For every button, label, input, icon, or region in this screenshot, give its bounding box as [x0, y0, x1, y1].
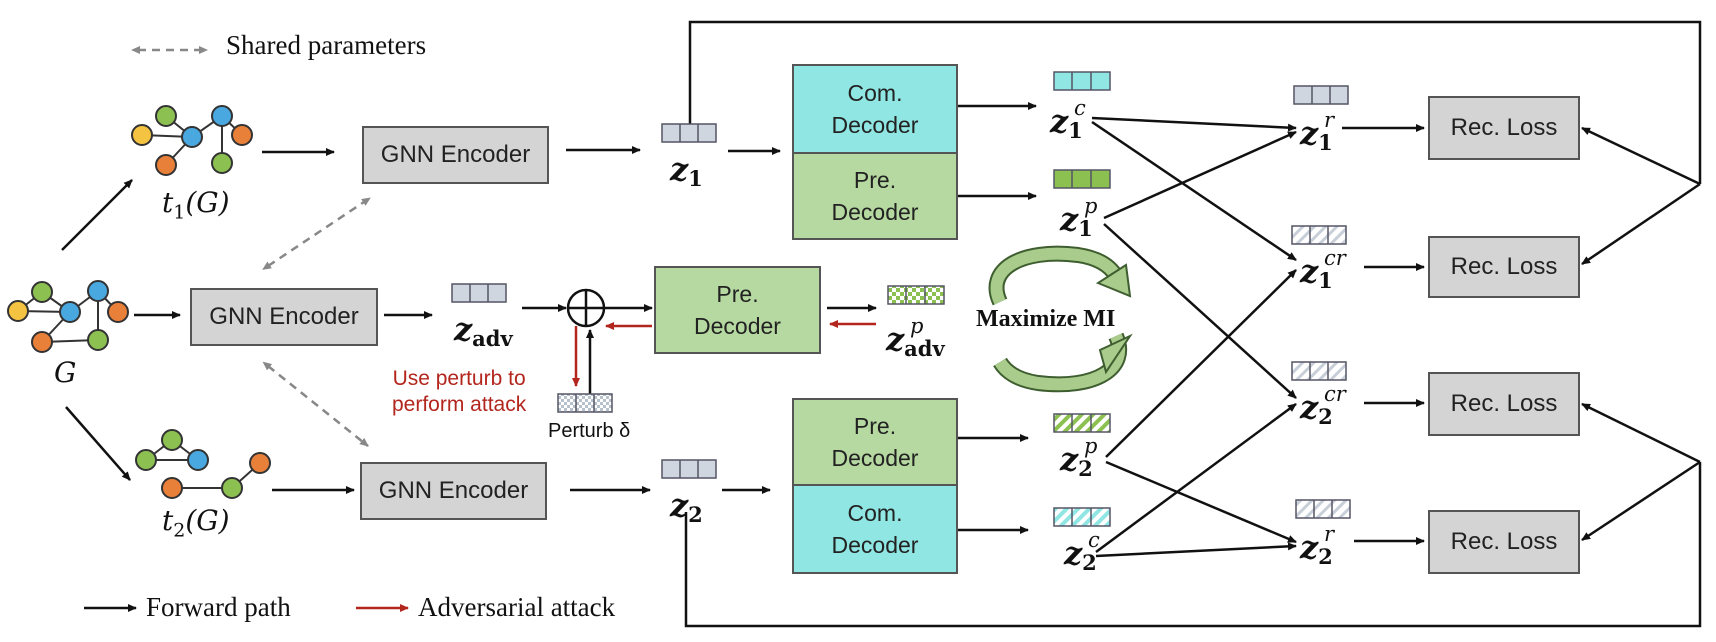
z2-vector: [661, 459, 717, 479]
forward-arrows: [61, 20, 1702, 628]
z1-vector: [661, 123, 717, 143]
graph-g-label: G: [54, 356, 77, 389]
legend-forward-label: Forward path: [146, 592, 291, 622]
z2p-vector: [1053, 413, 1111, 433]
zadvp-vector: [887, 285, 945, 305]
z2-label: z2: [670, 486, 703, 527]
com-decoder-top: Com.Decoder: [792, 64, 958, 154]
z2c-vector: [1053, 507, 1111, 527]
zadv-label: zadv: [454, 310, 513, 351]
gnn-encoder-bottom: GNN Encoder: [360, 462, 547, 520]
vectors: [451, 71, 1351, 527]
z1-label: z1: [670, 150, 703, 191]
z1c-vector: [1053, 71, 1111, 91]
add-operator-icon: [566, 288, 606, 328]
graph-t1-icon: [131, 105, 253, 176]
zadv-vector: [451, 283, 507, 303]
pre-decoder-bottom: Pre.Decoder: [792, 398, 958, 486]
graph-g-icon: [7, 280, 129, 353]
z2r-vector: [1295, 499, 1351, 519]
perturb-label: Perturb δ: [548, 420, 631, 442]
graph-t2-icon: [135, 429, 271, 499]
pre-decoder-adv: Pre.Decoder: [654, 266, 821, 354]
perturb-vector: [557, 393, 613, 413]
z1p-vector: [1053, 169, 1111, 189]
gnn-encoder-middle: GNN Encoder: [190, 288, 378, 346]
com-decoder-bottom: Com.Decoder: [792, 484, 958, 574]
z1r-vector: [1293, 85, 1349, 105]
z1cr-vector: [1291, 225, 1347, 245]
pre-decoder-top: Pre.Decoder: [792, 152, 958, 240]
maximize-mi-label: Maximize MI: [976, 306, 1116, 332]
graph-t2-label: t2(G): [162, 504, 230, 542]
attack-arrows: [572, 320, 876, 387]
shared-param-arrows: [262, 196, 371, 447]
rec-loss-1: Rec. Loss: [1428, 96, 1580, 160]
mi-cycle-icon: [988, 245, 1133, 393]
rec-loss-4: Rec. Loss: [1428, 510, 1580, 574]
rec-loss-3: Rec. Loss: [1428, 372, 1580, 436]
z2cr-vector: [1291, 361, 1347, 381]
legend-adversarial-label: Adversarial attack: [418, 592, 616, 622]
gnn-encoder-top: GNN Encoder: [362, 126, 549, 184]
rec-loss-2: Rec. Loss: [1428, 236, 1580, 298]
legend-shared-label: Shared parameters: [226, 30, 427, 60]
graph-t1-label: t1(G): [162, 186, 230, 224]
